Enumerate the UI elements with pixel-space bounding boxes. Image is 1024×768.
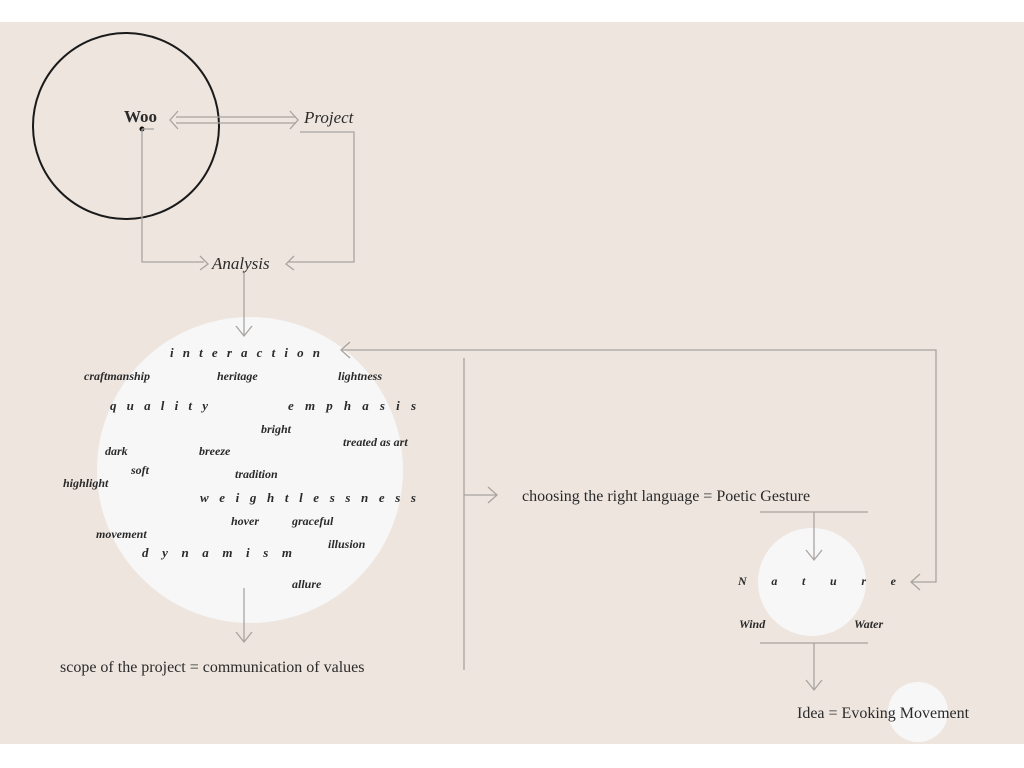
keyword-item: hover [231, 514, 259, 528]
idea-label: Idea = Evoking Movement [797, 705, 970, 722]
woo-analysis-connector [141, 128, 209, 271]
keyword-item: allure [292, 577, 322, 591]
woo-label: Woo [124, 107, 157, 126]
nature-interaction-feedback [340, 341, 937, 591]
keyword-item: graceful [291, 514, 334, 528]
language-label: choosing the right language = Poetic Ges… [522, 488, 810, 505]
keyword-item: craftmanship [84, 369, 150, 383]
idea-blob [888, 682, 948, 742]
project-label: Project [303, 108, 355, 127]
woo-project-arrow [169, 110, 299, 130]
wind-label: Wind [739, 617, 766, 631]
keyword-item: treated as art [343, 435, 408, 449]
language-nature-arrow [760, 511, 868, 562]
keyword-item: lightness [338, 369, 382, 383]
keyword-item: dark [105, 444, 128, 458]
keyword-item: heritage [217, 369, 258, 383]
keyword-item: illusion [328, 537, 366, 551]
nature-idea-arrow [760, 642, 868, 692]
woo-circle [32, 32, 220, 220]
keyword-item: i n t e r a c t i o n [170, 345, 320, 360]
water-label: Water [854, 617, 883, 631]
keyword-item: tradition [235, 467, 278, 481]
keyword-item: highlight [63, 476, 109, 490]
analysis-keywords-arrow [235, 272, 253, 338]
keywords-scope-arrow [235, 588, 253, 644]
project-analysis-connector [285, 131, 355, 271]
nature-blob [758, 528, 866, 636]
analysis-label: Analysis [211, 254, 270, 273]
scope-label: scope of the project = communication of … [60, 659, 364, 676]
keyword-item: soft [130, 463, 150, 477]
keywords-blob [97, 317, 403, 623]
keyword-item: movement [96, 527, 147, 541]
keyword-item: bright [261, 422, 292, 436]
keyword-item: breeze [199, 444, 231, 458]
keyword-item: w e i g h t l e s s n e s s [200, 490, 416, 505]
divider-language-arrow [463, 358, 498, 670]
